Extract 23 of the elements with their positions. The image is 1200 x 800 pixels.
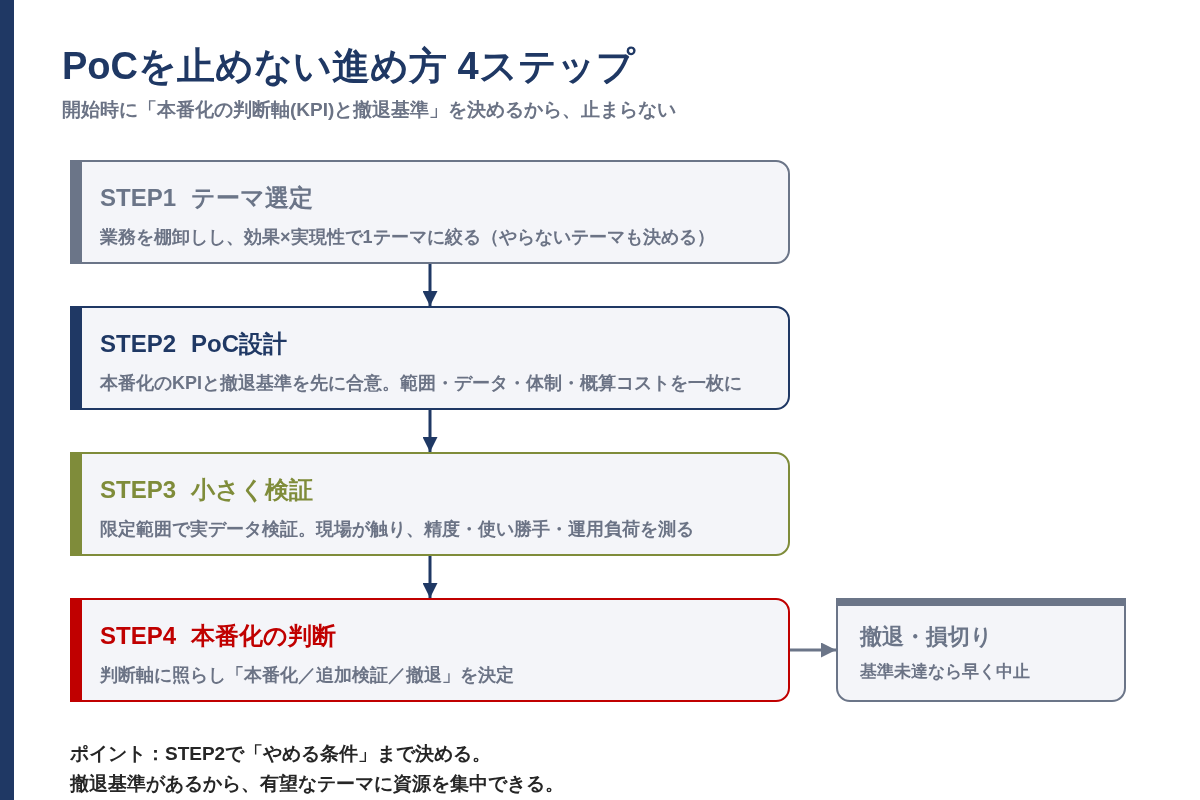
- step-description: 判断軸に照らし「本番化／追加検証／撤退」を決定: [100, 664, 514, 687]
- outcome-description: 基準未達なら早く中止: [860, 661, 1030, 683]
- step-description: 業務を棚卸しし、効果×実現性で1テーマに絞る（やらないテーマも決める）: [100, 226, 715, 249]
- arrow: [422, 264, 438, 306]
- note-text: 撤退基準があるから、有望なテーマに資源を集中できる。: [70, 772, 564, 796]
- step-box: [70, 306, 790, 410]
- outcome-heading: 撤退・損切り: [860, 623, 993, 651]
- subtitle: 開始時に「本番化の判断軸(KPI)と撤退基準」を決めるから、止まらない: [62, 98, 677, 122]
- arrow: [422, 556, 438, 598]
- step-heading: STEP4 本番化の判断: [100, 621, 337, 651]
- step-heading: STEP3 小さく検証: [100, 475, 314, 505]
- outcome-box: [836, 598, 1126, 702]
- step-box: [70, 160, 790, 264]
- step-description: 本番化のKPIと撤退基準を先に合意。範囲・データ・体制・概算コストを一枚に: [100, 372, 742, 395]
- note-text: ポイント：STEP2で「やめる条件」まで決める。: [70, 742, 492, 766]
- step-box: [70, 598, 790, 702]
- step-heading: STEP2 PoC設計: [100, 329, 288, 359]
- arrow: [422, 410, 438, 452]
- title: PoCを止めない進め方 4ステップ: [62, 44, 635, 89]
- step-description: 限定範囲で実データ検証。現場が触り、精度・使い勝手・運用負荷を測る: [100, 518, 694, 541]
- step-box: [70, 452, 790, 556]
- step-heading: STEP1 テーマ選定: [100, 183, 314, 213]
- arrow: [790, 642, 836, 658]
